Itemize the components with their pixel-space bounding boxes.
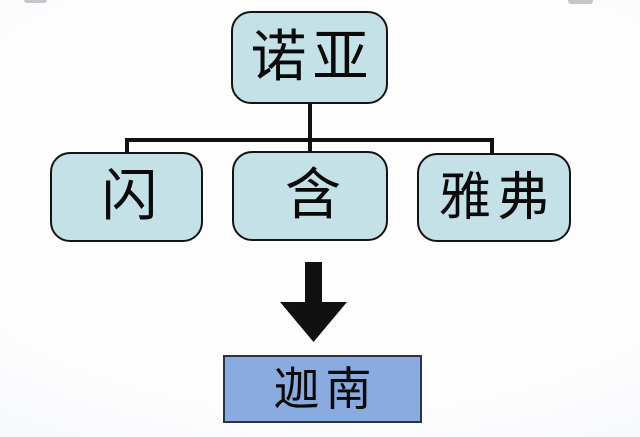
node-noah-label: 诺亚 bbox=[250, 24, 375, 90]
down-arrow-icon bbox=[280, 262, 347, 342]
connector-root-vertical bbox=[308, 104, 312, 152]
node-japheth: 雅弗 bbox=[417, 153, 571, 242]
top-edge-artifact-left bbox=[24, 0, 47, 3]
top-edge-artifact-right bbox=[568, 0, 593, 4]
node-shem: 闪 bbox=[50, 152, 203, 242]
connector-horizontal bbox=[125, 138, 494, 142]
node-canaan-label: 迦南 bbox=[273, 362, 378, 416]
connector-left-stub bbox=[125, 138, 129, 153]
node-ham: 含 bbox=[232, 151, 388, 241]
node-shem-label: 闪 bbox=[101, 164, 158, 229]
connector-right-stub bbox=[490, 138, 494, 154]
node-ham-label: 含 bbox=[285, 163, 341, 228]
node-noah: 诺亚 bbox=[231, 11, 388, 104]
node-canaan: 迦南 bbox=[223, 355, 422, 423]
node-japheth-label: 雅弗 bbox=[438, 167, 555, 228]
